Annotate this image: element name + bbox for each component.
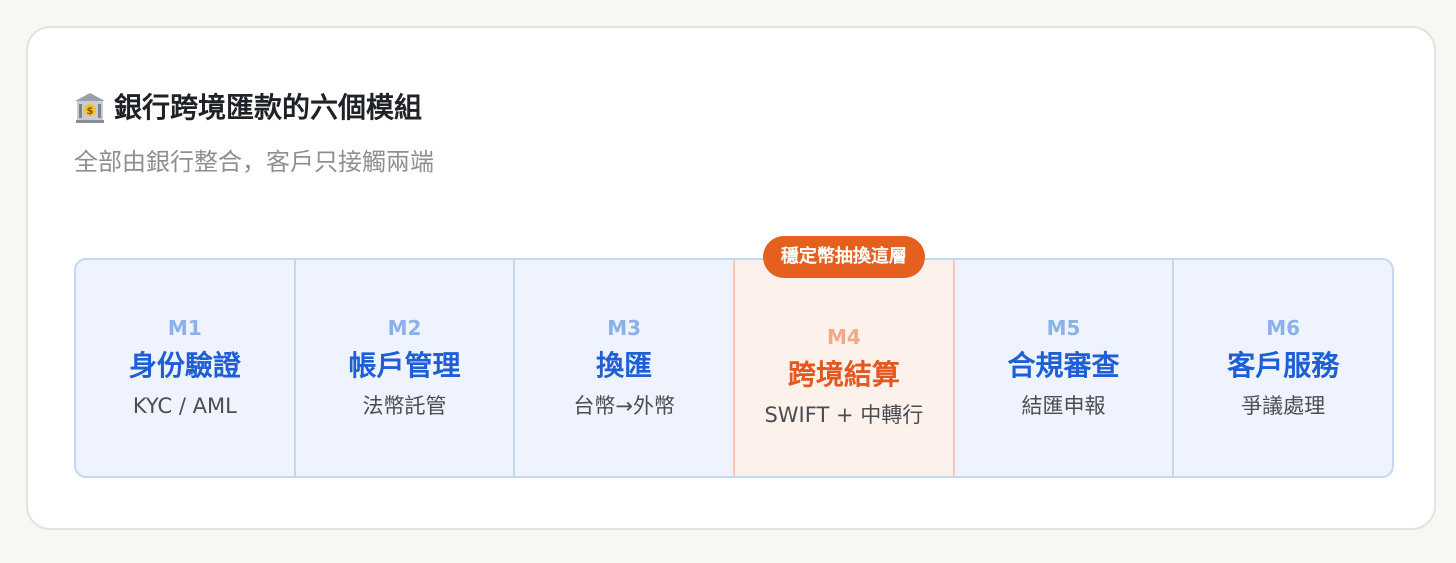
module-name: 換匯 bbox=[596, 349, 653, 382]
module-name: 帳戶管理 bbox=[348, 349, 461, 382]
module-code: M4 bbox=[826, 325, 861, 349]
module-description: 爭議處理 bbox=[1241, 394, 1326, 418]
title-row: $ 銀行跨境匯款的六個模組 bbox=[74, 88, 422, 128]
module-m5: M5 合規審查 結匯申報 bbox=[955, 260, 1175, 476]
module-code: M3 bbox=[607, 316, 642, 340]
module-name: 身份驗證 bbox=[128, 349, 241, 382]
module-description: 法幣託管 bbox=[362, 394, 447, 418]
module-description: KYC / AML bbox=[132, 394, 237, 418]
svg-text:$: $ bbox=[87, 106, 94, 117]
module-code: M1 bbox=[167, 316, 202, 340]
page-subtitle: 全部由銀行整合，客戶只接觸兩端 bbox=[74, 148, 434, 176]
diagram-card: $ 銀行跨境匯款的六個模組 全部由銀行整合，客戶只接觸兩端 M1 身份驗證 KY… bbox=[26, 26, 1436, 530]
module-name: 跨境結算 bbox=[787, 358, 900, 391]
replacement-badge: 穩定幣抽換這層 bbox=[762, 236, 925, 278]
module-code: M6 bbox=[1266, 316, 1301, 340]
module-row: M1 身份驗證 KYC / AML M2 帳戶管理 法幣託管 M3 換匯 台幣→… bbox=[74, 236, 1394, 478]
module-code: M5 bbox=[1046, 316, 1081, 340]
module-m2: M2 帳戶管理 法幣託管 bbox=[296, 260, 516, 476]
page-title: 銀行跨境匯款的六個模組 bbox=[114, 91, 423, 124]
module-m6: M6 客戶服務 爭議處理 bbox=[1174, 260, 1392, 476]
module-code: M2 bbox=[387, 316, 422, 340]
module-description: SWIFT + 中轉行 bbox=[764, 403, 924, 427]
bank-icon: $ bbox=[75, 93, 105, 123]
module-description: 台幣→外幣 bbox=[573, 394, 675, 418]
module-m3: M3 換匯 台幣→外幣 bbox=[515, 260, 736, 476]
module-m4: 穩定幣抽換這層 M4 跨境結算 SWIFT + 中轉行 bbox=[733, 236, 955, 476]
module-name: 合規審查 bbox=[1007, 349, 1120, 382]
module-name: 客戶服務 bbox=[1227, 349, 1340, 382]
module-m1: M1 身份驗證 KYC / AML bbox=[76, 260, 296, 476]
module-description: 結匯申報 bbox=[1021, 394, 1106, 418]
